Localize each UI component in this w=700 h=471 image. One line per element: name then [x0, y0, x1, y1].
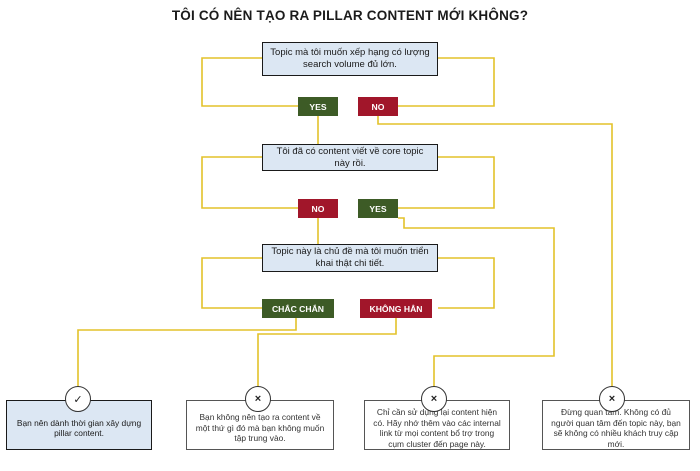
connector-sure-outcome1: [77, 318, 297, 388]
question-detailed-topic: Topic này là chủ đề mà tôi muốn triển kh…: [262, 244, 438, 272]
answer-q1-no: NO: [358, 97, 398, 116]
outcome-dont-care: Đừng quan tâm. Không có đủ người quan tâ…: [542, 400, 690, 450]
connector-notreally-outcome2-path: [257, 318, 397, 388]
connector-yes-outcome3: [398, 217, 555, 388]
answer-q3-sure: CHẮC CHẮN: [262, 299, 334, 318]
connector-q1-no: [398, 57, 495, 107]
cross-icon: ×: [245, 386, 271, 412]
check-icon: ✓: [65, 386, 91, 412]
connector-q3-no: [438, 257, 495, 309]
connector-no-outcome4: [377, 116, 613, 388]
question-search-volume: Topic mà tôi muốn xếp hạng có lượng sear…: [262, 42, 438, 76]
connector-q3-yes: [201, 257, 262, 309]
diagram-title: TÔI CÓ NÊN TẠO RA PILLAR CONTENT MỚI KHÔ…: [171, 8, 529, 23]
connector-q2-no: [201, 156, 298, 209]
cross-icon: ×: [421, 386, 447, 412]
connector-q1-yes: [201, 57, 298, 107]
answer-q2-no: NO: [298, 199, 338, 218]
outcome-reuse-content: Chỉ cần sử dụng lại content hiện có. Hãy…: [364, 400, 510, 450]
answer-q3-not-really: KHÔNG HẲN: [360, 299, 432, 318]
answer-q1-yes: YES: [298, 97, 338, 116]
connector-q2-yes: [398, 156, 495, 209]
answer-q2-yes: YES: [358, 199, 398, 218]
question-existing-content: Tôi đã có content viết về core topic này…: [262, 144, 438, 171]
cross-icon: ×: [599, 386, 625, 412]
